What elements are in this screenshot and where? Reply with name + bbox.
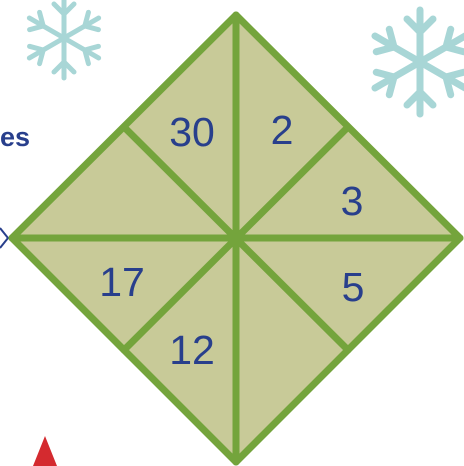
- snowflake-icon: [368, 10, 464, 114]
- cell-bottom-left: 12: [169, 327, 215, 373]
- arrow-marker-icon: [0, 228, 8, 248]
- cell-top-left: 30: [169, 109, 215, 155]
- cell-right-lower: 5: [342, 264, 365, 310]
- cell-right-upper: 3: [341, 178, 364, 224]
- cell-left-lower: 17: [99, 259, 145, 305]
- cell-top-right: 2: [271, 107, 294, 153]
- snowflake-icon: [24, 0, 103, 78]
- triangle-marker-icon: [33, 436, 57, 466]
